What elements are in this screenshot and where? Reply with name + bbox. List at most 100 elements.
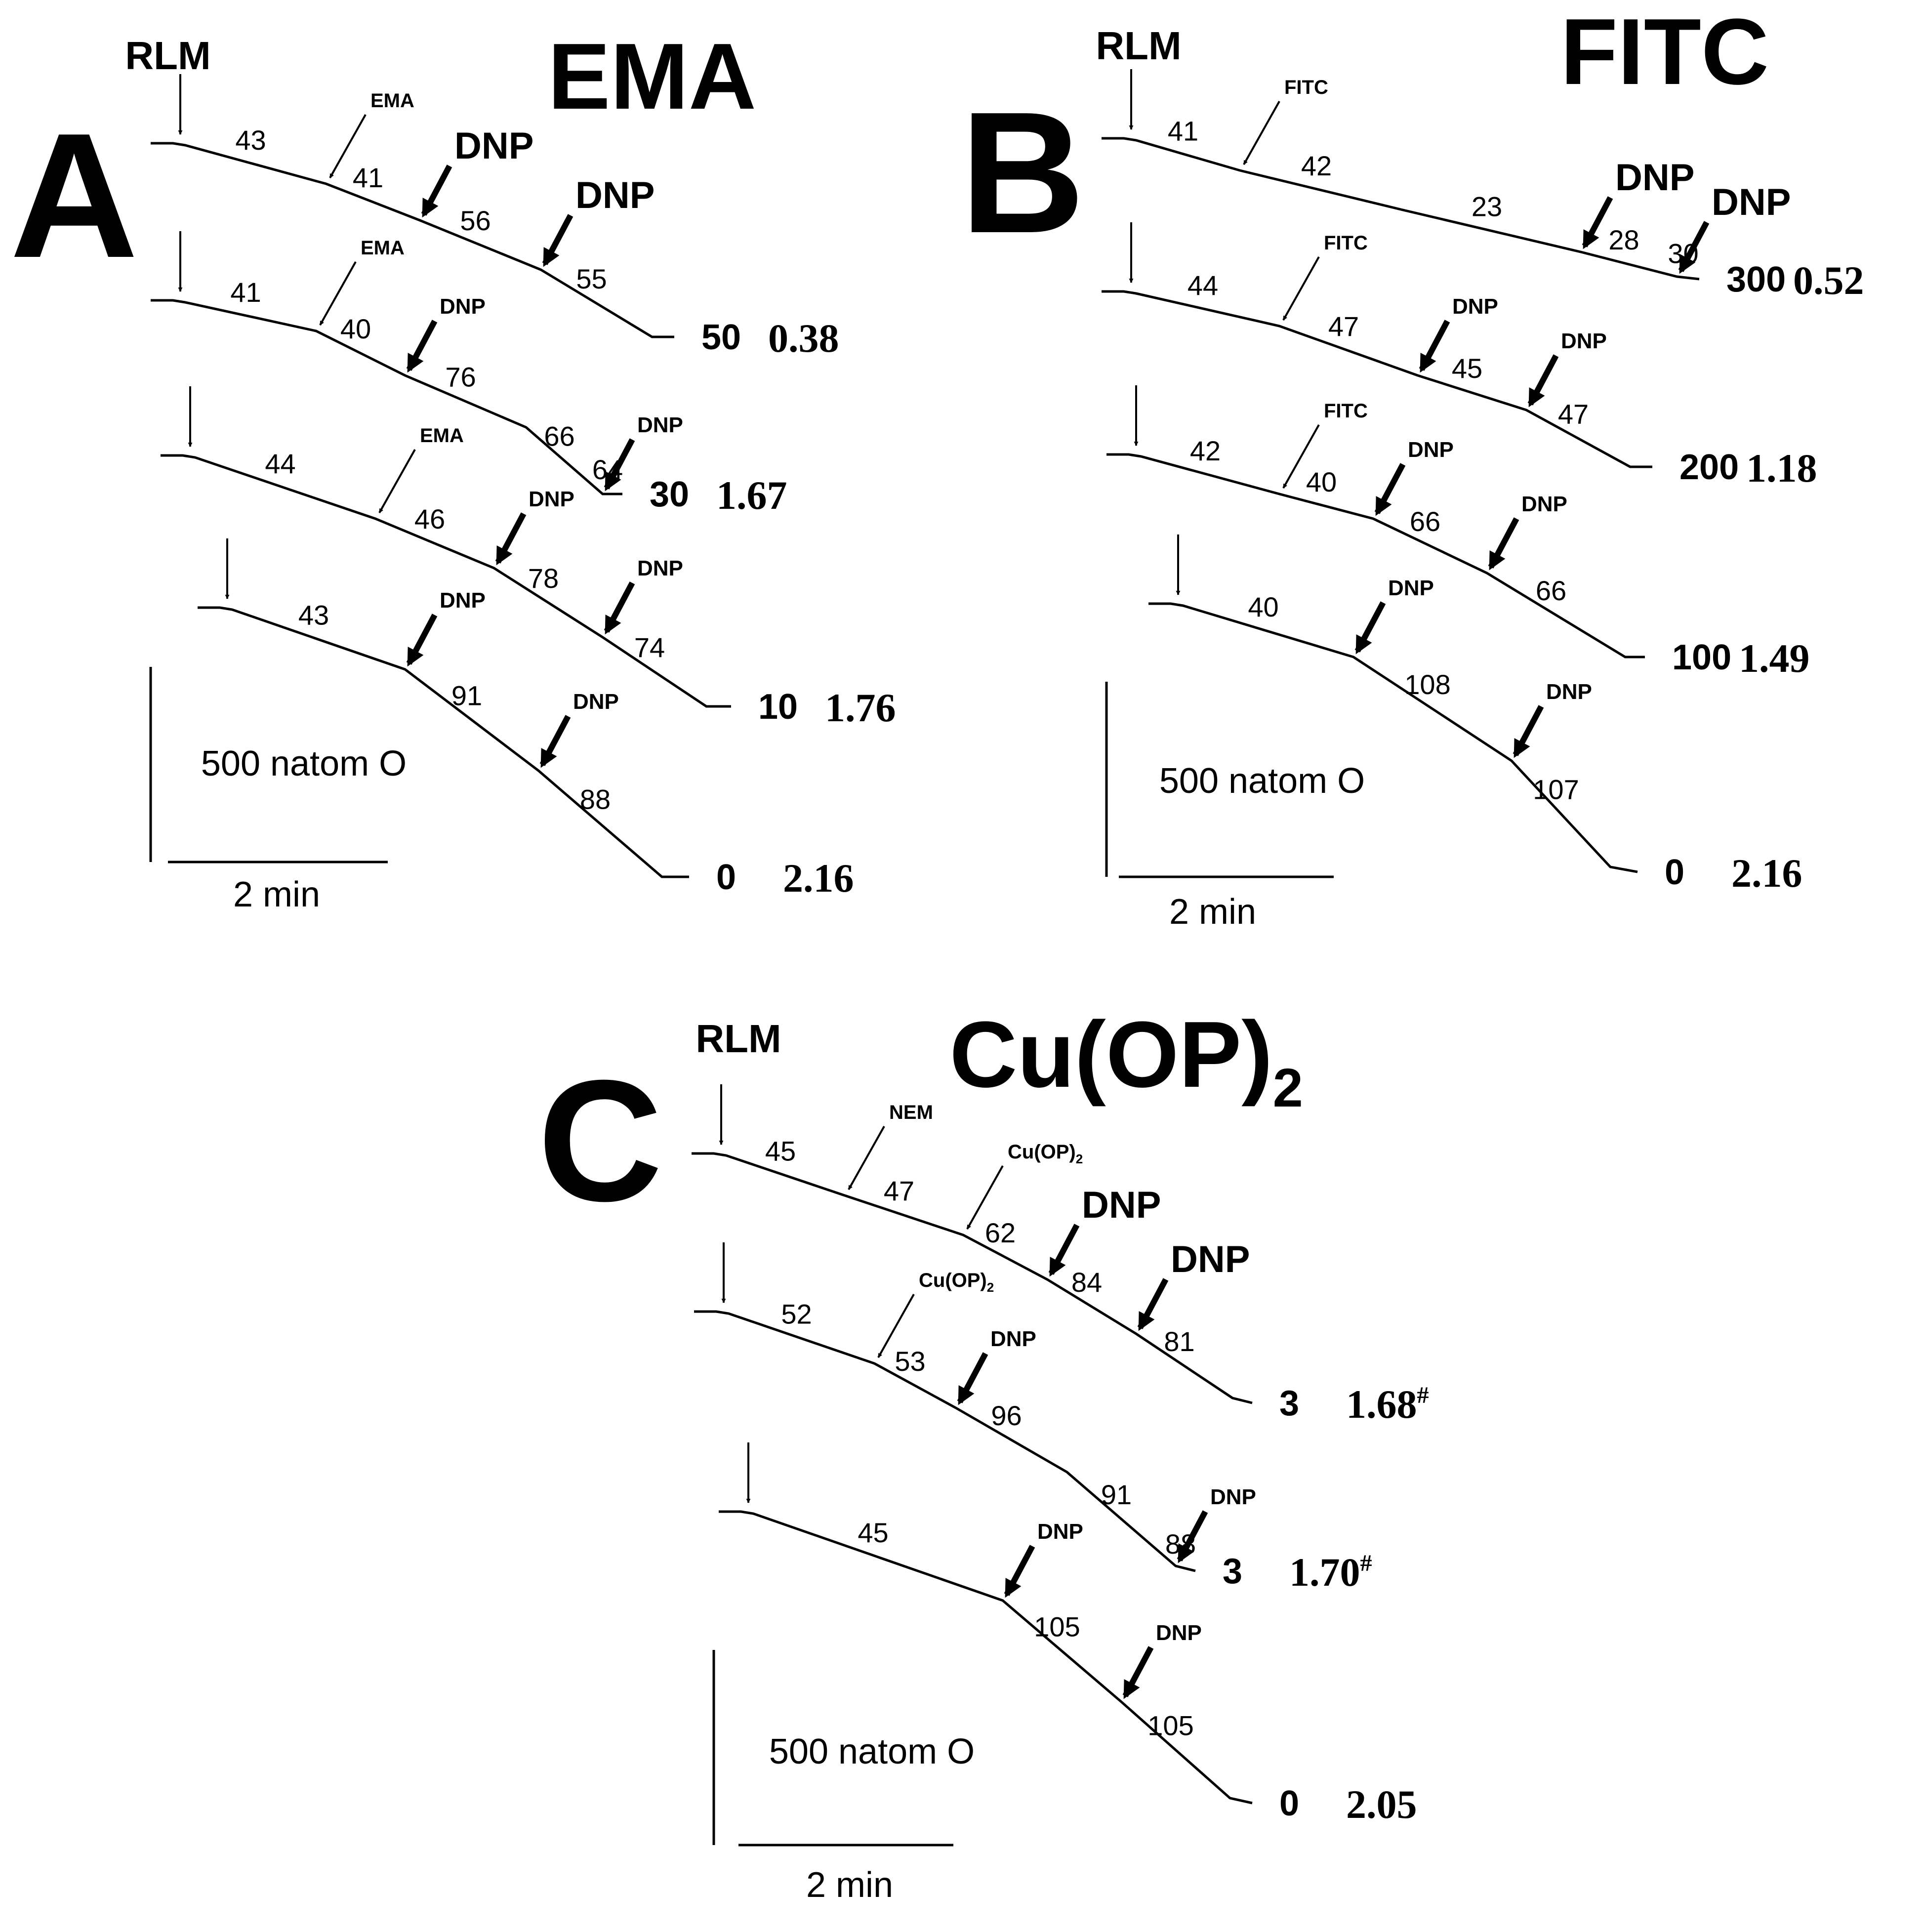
rate-value: 66: [1536, 575, 1566, 606]
addition-label: DNP: [573, 690, 619, 714]
addition-label: DNP: [990, 1327, 1036, 1351]
scale-x-label: 2 min: [1169, 892, 1256, 932]
subscript: 2: [1076, 1151, 1083, 1166]
oxygen-trace-line: [1148, 602, 1638, 873]
rate-value: 108: [1404, 669, 1450, 700]
dnp-addition-arrow: [1678, 221, 1710, 274]
rate-value: 91: [1101, 1479, 1132, 1510]
dnp-addition-arrow: [406, 614, 438, 667]
dnp-addition-arrow: [604, 438, 635, 492]
rate-value: 43: [298, 600, 329, 631]
addition-label: FITC: [1284, 77, 1328, 98]
dnp-addition-arrow: [604, 581, 635, 635]
scale-y-label: 500 natom O: [201, 744, 407, 783]
dose-value: 10: [758, 687, 798, 727]
panel-letter: C: [538, 1044, 663, 1237]
rate-value: 66: [1410, 506, 1440, 537]
dnp-addition-arrow: [1004, 1545, 1035, 1598]
rate-value: 81: [1164, 1326, 1194, 1357]
dnp-addition-arrow: [1527, 354, 1559, 408]
rate-value: 44: [1187, 270, 1218, 301]
rate-value: 44: [265, 448, 295, 479]
dnp-addition-arrow: [495, 512, 527, 566]
scale-x-label: 2 min: [806, 1865, 893, 1905]
inhibitor-addition-arrow: [848, 1126, 885, 1190]
rate-value: 52: [781, 1299, 812, 1330]
oxygen-trace-line: [692, 1152, 1253, 1404]
dnp-addition-arrow: [1419, 320, 1450, 373]
ratio-value: 1.49: [1739, 636, 1810, 681]
rate-value: 105: [1147, 1710, 1193, 1741]
rate-value: 84: [1071, 1267, 1102, 1298]
oxygen-trace-line: [1106, 453, 1645, 658]
oxygen-trace-line: [151, 142, 674, 338]
dnp-addition-arrow: [1048, 1224, 1080, 1277]
rate-value: 64: [592, 454, 623, 485]
scale-y-label: 500 natom O: [769, 1732, 975, 1771]
rate-value: 105: [1034, 1611, 1080, 1643]
inhibitor-addition-arrow: [329, 114, 367, 178]
inhibitor-addition-arrow: [1243, 101, 1280, 165]
ratio-value: 1.67: [716, 473, 787, 518]
rate-value: 107: [1533, 774, 1579, 805]
dnp-addition-arrow: [1582, 196, 1613, 249]
inhibitor-addition-arrow: [1282, 424, 1320, 489]
panel-title: EMA: [548, 24, 756, 129]
dnp-addition-arrow: [1488, 517, 1519, 571]
addition-label: DNP: [637, 413, 683, 437]
scale-x-label: 2 min: [233, 875, 320, 914]
rate-value: 55: [576, 263, 607, 294]
addition-label: NEM: [889, 1102, 933, 1123]
dnp-addition-arrow: [542, 214, 573, 267]
addition-label: DNP: [1082, 1184, 1161, 1226]
addition-label: DNP: [440, 588, 486, 613]
rate-value: 45: [1452, 353, 1482, 384]
dose-value: 30: [650, 475, 689, 514]
rate-value: 41: [230, 277, 261, 308]
dose-value: 300: [1726, 260, 1786, 299]
ratio-value: 2.16: [1731, 851, 1802, 896]
addition-label: DNP: [529, 487, 574, 511]
oxygen-trace-line: [161, 454, 731, 708]
addition-label: FITC: [1324, 400, 1368, 422]
rate-value: 62: [985, 1217, 1016, 1248]
rate-value: 96: [991, 1400, 1022, 1431]
inhibitor-addition-arrow: [1282, 256, 1320, 321]
inhibitor-addition-arrow: [378, 449, 416, 513]
inhibitor-addition-arrow: [877, 1294, 915, 1358]
panel-letter: B: [960, 76, 1085, 269]
ratio-value: 2.05: [1346, 1782, 1417, 1827]
dnp-addition-arrow: [1374, 463, 1406, 516]
rlm-label: RLM: [1096, 24, 1181, 68]
addition-label: Cu(OP)2: [1008, 1141, 1083, 1166]
rate-value: 66: [544, 421, 574, 452]
addition-label: Cu(OP)2: [919, 1270, 994, 1295]
addition-label: FITC: [1324, 232, 1368, 254]
rate-value: 53: [895, 1346, 925, 1377]
addition-label: DNP: [1156, 1621, 1202, 1645]
rate-value: 30: [1668, 238, 1698, 269]
ratio-value: 1.76: [825, 685, 896, 730]
dose-value: 3: [1223, 1552, 1242, 1591]
rate-value: 40: [1306, 466, 1337, 497]
dose-value: 0: [716, 858, 736, 897]
ratio-value: 0.38: [768, 316, 839, 361]
rate-value: 47: [1328, 311, 1359, 342]
rate-value: 47: [1558, 399, 1589, 430]
oxygen-trace-line: [198, 606, 689, 878]
rate-value: 91: [451, 680, 482, 711]
dnp-addition-arrow: [421, 164, 452, 218]
ratio-mark: #: [1360, 1550, 1372, 1576]
panel-letter: A: [10, 96, 138, 295]
inhibitor-addition-arrow: [966, 1165, 1004, 1230]
dnp-addition-arrow: [406, 320, 438, 373]
rate-value: 28: [1608, 224, 1639, 255]
